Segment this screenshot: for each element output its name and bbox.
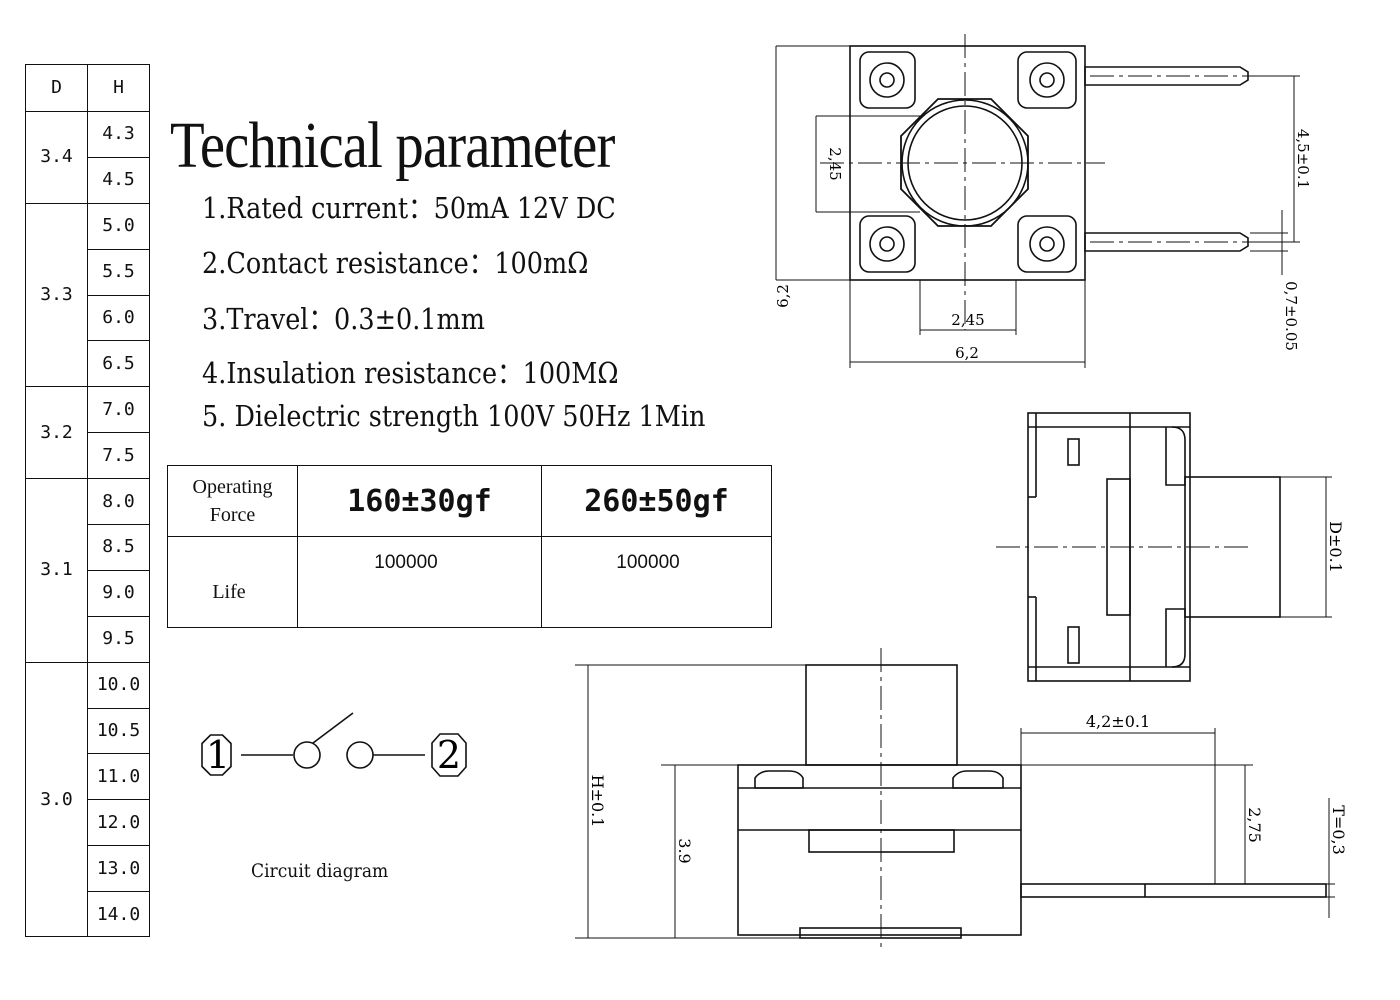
force-value-a: 160±30gf	[347, 483, 492, 519]
dim-pin-width: 0,7±0.05	[1282, 281, 1300, 351]
dh-header-h: H	[113, 77, 124, 98]
dh-h-value: 7.0	[102, 398, 135, 420]
corner-post-tl	[859, 51, 916, 109]
dh-h-value: 5.5	[102, 261, 135, 283]
dh-h-value: 13.0	[96, 857, 141, 879]
switch-lever	[312, 712, 354, 744]
dim-pin-thickness: T=0,3	[1329, 805, 1348, 855]
dim-top-inner-height: 2,45	[826, 147, 844, 180]
corner-post-bl	[859, 215, 916, 273]
front-body-outline	[737, 764, 1022, 936]
param-travel: 3.Travel：0.3±0.1mm	[202, 302, 485, 336]
dim-pin-length: 4,2±0.1	[1086, 712, 1150, 731]
dh-h-value: 12.0	[96, 811, 141, 833]
dim-top-inner-width: 2,45	[951, 311, 984, 329]
operating-force-table: Operating Force 160±30gf 260±50gf Life 1…	[167, 465, 772, 628]
dh-h-value: 4.5	[102, 169, 135, 191]
param-insulation-resistance: 4.Insulation resistance：100MΩ	[202, 356, 619, 390]
contact-left	[293, 741, 321, 769]
life-value-a: 100000	[374, 552, 438, 573]
force-label-line2: Force	[209, 504, 256, 526]
life-row-label: Life	[212, 581, 246, 603]
dim-body-height: 3.9	[675, 838, 694, 863]
dim-button-diameter: D±0.1	[1326, 521, 1345, 573]
corner-post-br	[1017, 215, 1077, 273]
side-slot-bottom	[1067, 626, 1080, 664]
dim-pin-offset: 2,75	[1245, 807, 1264, 843]
life-value-b: 100000	[616, 552, 680, 573]
force-row-label: Operating Force	[168, 466, 297, 536]
circuit-diagram: 1 2	[201, 712, 467, 777]
side-slot-top	[1067, 438, 1080, 466]
terminal-2-label: 2	[437, 733, 461, 777]
contact-right	[346, 741, 374, 769]
terminal-1-octagon	[201, 734, 232, 776]
button-octagon	[900, 98, 1029, 227]
dh-h-value: 9.0	[102, 582, 135, 604]
dh-h-value: 5.0	[102, 215, 135, 237]
dh-d-value: 3.1	[40, 559, 73, 581]
terminal-2-octagon	[431, 733, 467, 777]
dh-column-h	[87, 64, 150, 937]
param-dielectric-strength: 5. Dielectric strength 100V 50Hz 1Min	[202, 399, 706, 433]
dh-h-value: 6.5	[102, 352, 135, 374]
dh-d-value: 3.4	[40, 146, 73, 168]
dh-h-value: 8.5	[102, 536, 135, 558]
dh-h-value: 11.0	[96, 765, 141, 787]
dh-size-table: D H 3.4 4.3 4.5 3.3 5.0 5.5 6.0 6.5 3.2 7.0 7.5 3.1…	[25, 64, 150, 937]
pin-bottom	[1084, 232, 1249, 252]
side-button	[1184, 476, 1281, 618]
dim-total-height: H±0.1	[588, 775, 607, 828]
side-view-drawing: D±0.1	[996, 412, 1345, 682]
dh-h-value: 7.5	[102, 444, 135, 466]
front-pin	[1020, 883, 1327, 898]
dim-top-width: 6,2	[955, 344, 979, 362]
dh-h-value: 9.5	[102, 628, 135, 650]
force-label-line1: Operating	[192, 476, 273, 498]
page-title: Technical parameter	[170, 109, 615, 182]
dh-h-value: 14.0	[96, 903, 141, 925]
side-latch-top	[1165, 426, 1186, 486]
param-rated-current: 1.Rated current：50mA 12V DC	[202, 191, 616, 225]
dh-h-value: 10.0	[96, 674, 141, 696]
front-latch-right	[952, 770, 1004, 789]
force-value-b: 260±50gf	[584, 483, 729, 519]
dh-d-value: 3.3	[40, 284, 73, 306]
dh-header-d: D	[51, 77, 62, 98]
front-view-drawing: H±0.1 3.9 4,2±0.1 2,75 T=0,3	[575, 648, 1348, 948]
top-view-drawing: 6,2 2,45 2,45 6,2 4,5±0.1 0,7±0.05	[774, 34, 1312, 368]
dh-h-value: 10.5	[96, 719, 141, 741]
dh-h-value: 4.3	[102, 123, 135, 145]
terminal-1-label: 1	[206, 733, 230, 777]
front-latch-left	[754, 770, 804, 789]
dim-pin-pitch: 4,5±0.1	[1294, 129, 1312, 189]
pin-top	[1084, 66, 1249, 86]
dh-h-value: 6.0	[102, 306, 135, 328]
circuit-caption: Circuit diagram	[251, 860, 389, 882]
param-contact-resistance: 2.Contact resistance：100mΩ	[202, 246, 589, 280]
dh-d-value: 3.2	[40, 421, 73, 443]
corner-post-tr	[1017, 51, 1077, 109]
dim-top-height: 6,2	[774, 284, 792, 308]
dh-h-value: 8.0	[102, 490, 135, 512]
dh-d-value: 3.0	[40, 788, 73, 810]
